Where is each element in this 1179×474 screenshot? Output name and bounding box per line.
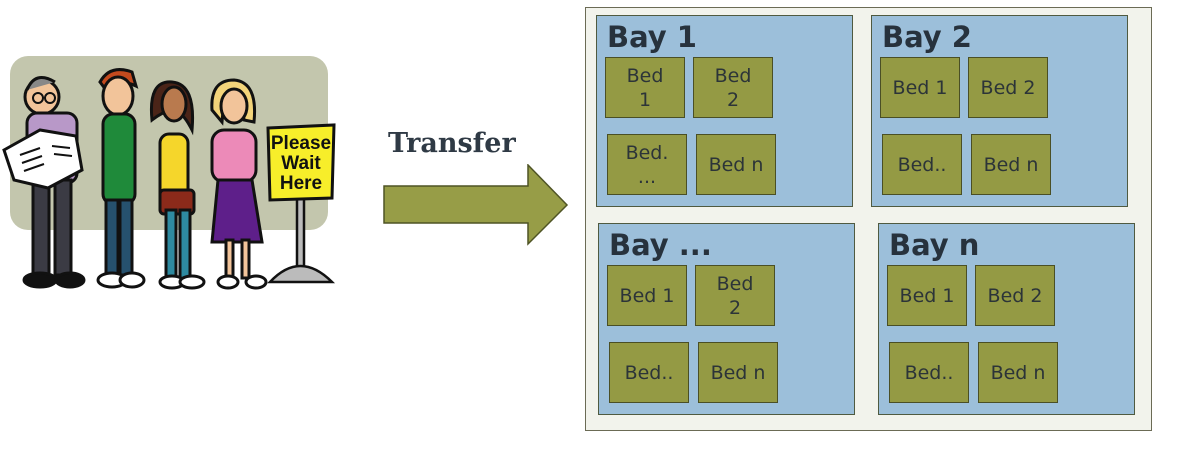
- bed: Bed..: [609, 342, 689, 403]
- bed: Bed 1: [607, 265, 687, 326]
- bay-title: Bay 2: [882, 20, 972, 54]
- bed: Bed n: [978, 342, 1058, 403]
- person-pink-shirt: [210, 78, 268, 290]
- bay: Bay n Bed 1 Bed 2 Bed.. Bed n: [878, 223, 1135, 415]
- transfer-label: Transfer: [388, 128, 516, 159]
- bed-label: Bed 2: [980, 76, 1036, 99]
- sign-line: Wait: [281, 153, 321, 174]
- bed-label: Bed..: [904, 361, 954, 384]
- sign-line: Here: [280, 173, 322, 194]
- bed-label: Bed 1: [899, 284, 955, 307]
- please-wait-sign: Please Wait Here: [266, 123, 336, 284]
- bed: Bed 1: [887, 265, 967, 326]
- person-green-shirt: [96, 68, 146, 289]
- bed: Bed 2: [975, 265, 1055, 326]
- bed-label: Bed n: [983, 153, 1039, 176]
- bed: Bed 1: [880, 57, 960, 118]
- person-reading-newspaper: [2, 76, 86, 289]
- bay-title: Bay ...: [609, 228, 712, 262]
- bed: Bed....: [607, 134, 687, 195]
- bay-title: Bay n: [889, 228, 980, 262]
- bed-label: Bed.: [625, 141, 669, 164]
- bed-label: Bed: [714, 64, 752, 87]
- bed-label: Bed n: [708, 153, 764, 176]
- queue-illustration: Please Wait Here: [2, 56, 336, 290]
- bed: Bed..: [889, 342, 969, 403]
- person-yellow-shirt: [149, 80, 206, 290]
- bed: Bed n: [698, 342, 778, 403]
- bed: Bed n: [971, 134, 1051, 195]
- bed-label: Bed 1: [892, 76, 948, 99]
- bed-label: 1: [638, 88, 652, 111]
- bed: Bed 2: [968, 57, 1048, 118]
- bed-label: 2: [728, 296, 742, 319]
- bed-label: Bed n: [710, 361, 766, 384]
- bed-label: Bed..: [897, 153, 947, 176]
- bed-label: Bed: [626, 64, 664, 87]
- bed-label: Bed 2: [987, 284, 1043, 307]
- bed-label: Bed..: [624, 361, 674, 384]
- bed-label: Bed: [716, 272, 754, 295]
- bed: Bed..: [882, 134, 962, 195]
- bay: Bay 2 Bed 1 Bed 2 Bed.. Bed n: [871, 15, 1128, 207]
- bed-label: 2: [726, 88, 740, 111]
- transfer-arrow-icon: [383, 164, 569, 246]
- bed: Bed n: [696, 134, 776, 195]
- bed-label: ...: [637, 165, 657, 188]
- sign-line: Please: [271, 133, 331, 154]
- bed-label: Bed n: [990, 361, 1046, 384]
- bay-title: Bay 1: [607, 20, 697, 54]
- bed-label: Bed 1: [619, 284, 675, 307]
